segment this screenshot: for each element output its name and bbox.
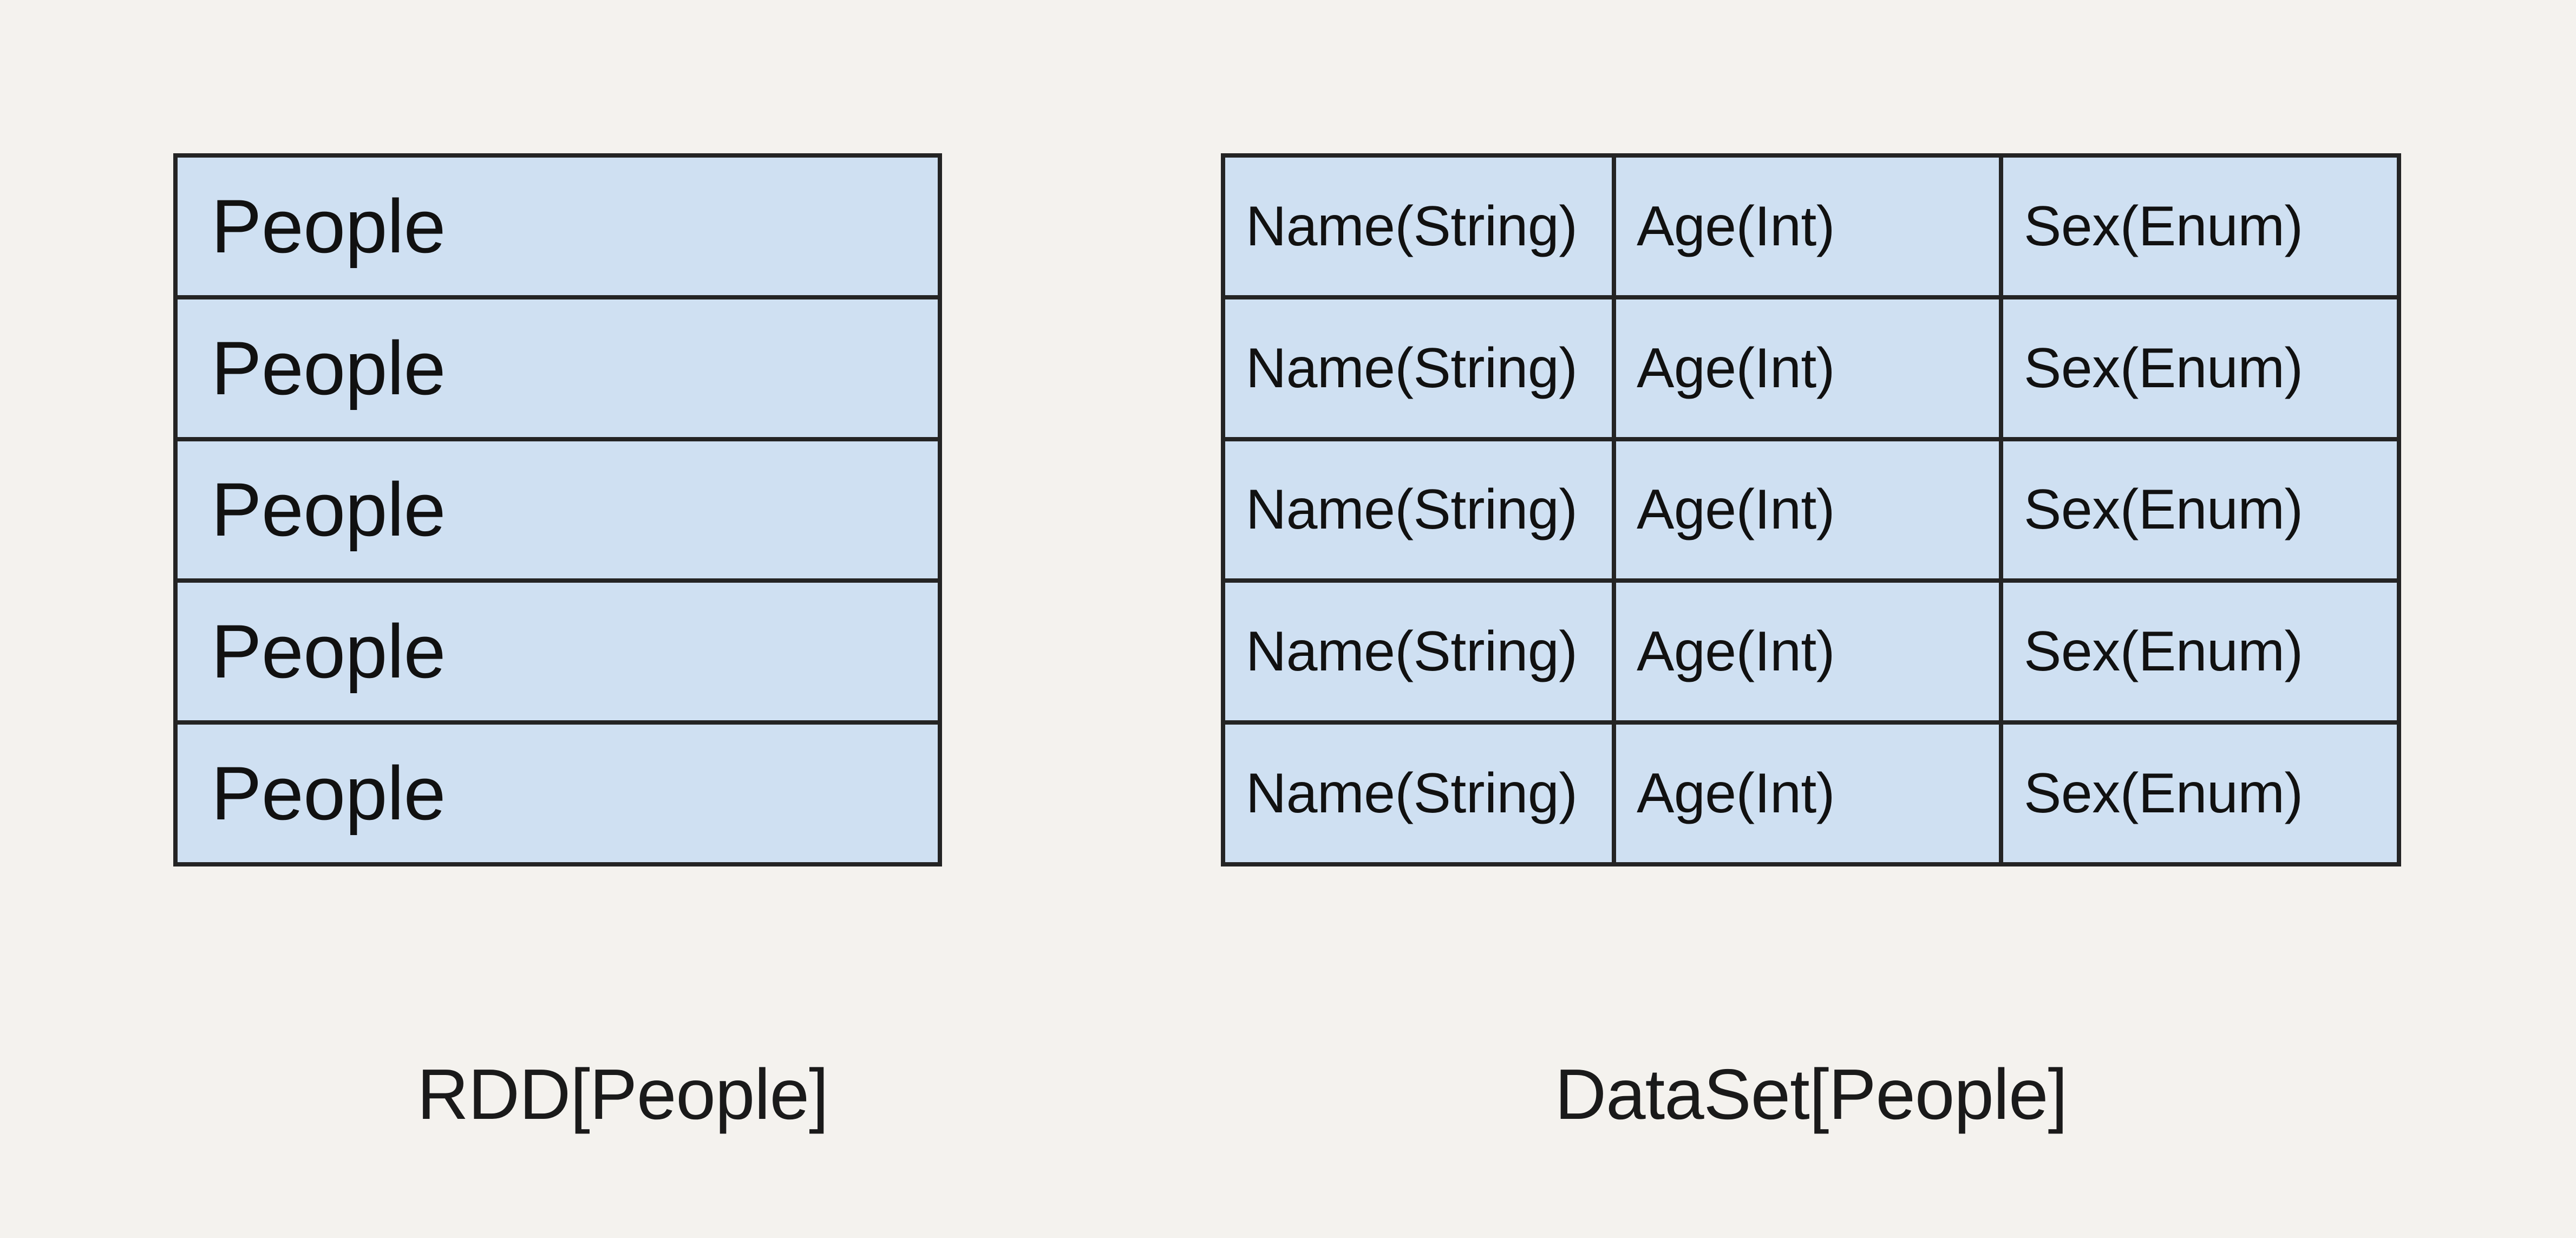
rdd-row: People bbox=[178, 441, 938, 583]
table-cell-label: Age(Int) bbox=[1637, 620, 1835, 683]
table-cell-age: Age(Int) bbox=[1616, 725, 2003, 862]
table-cell-name: Name(String) bbox=[1225, 158, 1616, 295]
rdd-row-label: People bbox=[211, 183, 446, 269]
rdd-row: People bbox=[178, 583, 938, 725]
table-cell-sex: Sex(Enum) bbox=[2003, 299, 2397, 437]
table-cell-label: Name(String) bbox=[1246, 762, 1578, 825]
table-cell-label: Sex(Enum) bbox=[2024, 336, 2303, 400]
rdd-row-label: People bbox=[211, 467, 446, 552]
table-cell-label: Name(String) bbox=[1246, 336, 1578, 400]
rdd-row-label: People bbox=[211, 609, 446, 694]
table-cell-label: Name(String) bbox=[1246, 194, 1578, 258]
table-cell-label: Name(String) bbox=[1246, 478, 1578, 542]
rdd-row: People bbox=[178, 158, 938, 299]
table-cell-label: Age(Int) bbox=[1637, 478, 1835, 542]
table-cell-name: Name(String) bbox=[1225, 583, 1616, 721]
table-cell-name: Name(String) bbox=[1225, 725, 1616, 862]
table-cell-age: Age(Int) bbox=[1616, 583, 2003, 721]
table-cell-label: Sex(Enum) bbox=[2024, 620, 2303, 683]
table-cell-sex: Sex(Enum) bbox=[2003, 725, 2397, 862]
table-cell-name: Name(String) bbox=[1225, 441, 1616, 579]
table-cell-label: Sex(Enum) bbox=[2024, 478, 2303, 542]
rdd-caption: RDD[People] bbox=[417, 1054, 828, 1134]
rdd-row: People bbox=[178, 299, 938, 441]
table-row: Name(String) Age(Int) Sex(Enum) bbox=[1225, 583, 2397, 725]
table-cell-age: Age(Int) bbox=[1616, 299, 2003, 437]
dataset-table: Name(String) Age(Int) Sex(Enum) Name(Str… bbox=[1221, 153, 2401, 866]
table-row: Name(String) Age(Int) Sex(Enum) bbox=[1225, 725, 2397, 862]
table-cell-age: Age(Int) bbox=[1616, 441, 2003, 579]
rdd-row-label: People bbox=[211, 325, 446, 411]
table-row: Name(String) Age(Int) Sex(Enum) bbox=[1225, 299, 2397, 441]
table-cell-sex: Sex(Enum) bbox=[2003, 158, 2397, 295]
table-row: Name(String) Age(Int) Sex(Enum) bbox=[1225, 158, 2397, 299]
table-cell-label: Age(Int) bbox=[1637, 336, 1835, 400]
rdd-row: People bbox=[178, 725, 938, 862]
table-cell-label: Sex(Enum) bbox=[2024, 194, 2303, 258]
table-cell-label: Age(Int) bbox=[1637, 194, 1835, 258]
table-row: Name(String) Age(Int) Sex(Enum) bbox=[1225, 441, 2397, 583]
dataset-caption: DataSet[People] bbox=[1554, 1054, 2068, 1134]
table-cell-label: Sex(Enum) bbox=[2024, 762, 2303, 825]
table-cell-sex: Sex(Enum) bbox=[2003, 583, 2397, 721]
table-cell-name: Name(String) bbox=[1225, 299, 1616, 437]
rdd-stack: People People People People People bbox=[173, 153, 942, 866]
table-cell-label: Name(String) bbox=[1246, 620, 1578, 683]
table-cell-age: Age(Int) bbox=[1616, 158, 2003, 295]
table-cell-sex: Sex(Enum) bbox=[2003, 441, 2397, 579]
table-cell-label: Age(Int) bbox=[1637, 762, 1835, 825]
rdd-row-label: People bbox=[211, 751, 446, 836]
